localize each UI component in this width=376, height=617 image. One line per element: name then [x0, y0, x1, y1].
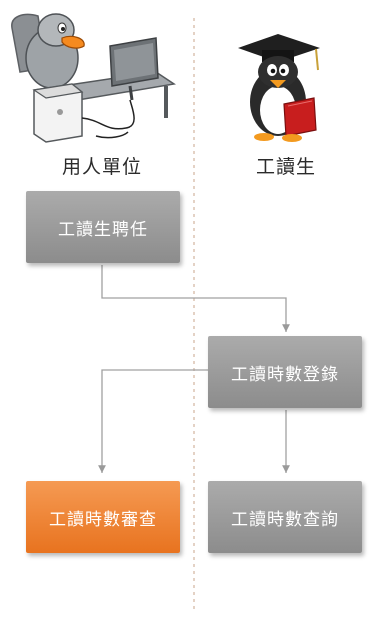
node-hours-entry: 工讀時數登錄 — [208, 336, 362, 408]
penguin-at-computer-icon — [11, 13, 176, 143]
arrow-entry-to-review — [98, 369, 210, 473]
node-hours-query: 工讀時數查詢 — [208, 481, 362, 553]
arrow-hire-to-entry — [101, 265, 290, 332]
lane-label-student: 工讀生 — [255, 156, 316, 178]
lane-label-employer: 用人單位 — [61, 156, 142, 178]
node-hours-review: 工讀時數審查 — [26, 481, 180, 553]
graduate-penguin-icon — [238, 34, 320, 142]
node-hire: 工讀生聘任 — [26, 191, 180, 263]
